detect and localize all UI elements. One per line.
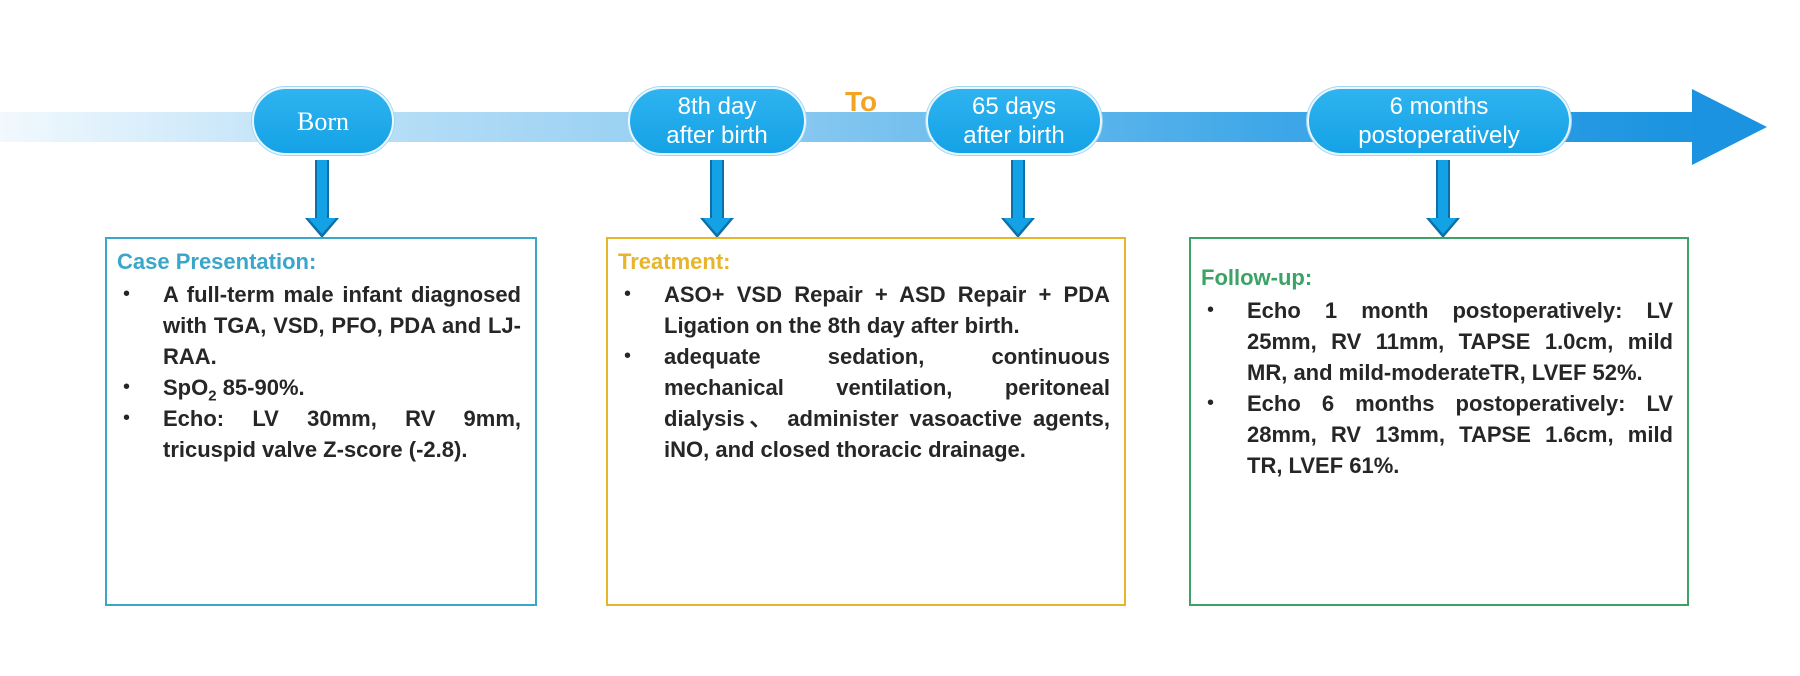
treatment-item-1: ASO+ VSD Repair + ASD Repair + PDA Ligat… (664, 282, 1110, 338)
followup-title: Follow-up: (1201, 265, 1313, 290)
case-item-3: Echo: LV 30mm, RV 9mm, tricuspid valve Z… (163, 406, 521, 462)
bullet-icon: • (123, 407, 131, 429)
list-item: • SpO2 85-90%. (117, 372, 521, 403)
followup-item-2: Echo 6 months postoperatively: LV 28mm, … (1247, 391, 1673, 478)
down-arrow-followup (1426, 160, 1460, 238)
treatment-panel: Treatment: • ASO+ VSD Repair + ASD Repai… (606, 237, 1126, 606)
milestone-day65: 65 days after birth (926, 87, 1102, 155)
timeline-arrowhead (1692, 89, 1767, 165)
case-item-2-prefix: SpO (163, 375, 209, 400)
bullet-icon: • (123, 376, 131, 398)
list-item: • Echo 1 month postoperatively: LV 25mm,… (1201, 295, 1673, 388)
milestone-6months: 6 months postoperatively (1307, 87, 1571, 155)
bullet-icon: • (624, 283, 632, 305)
list-item: • Echo: LV 30mm, RV 9mm, tricuspid valve… (117, 403, 521, 465)
followup-panel: Follow-up: • Echo 1 month postoperativel… (1189, 237, 1689, 606)
milestone-born: Born (252, 87, 394, 155)
list-item: • ASO+ VSD Repair + ASD Repair + PDA Lig… (618, 279, 1110, 341)
milestone-born-label: Born (297, 106, 349, 136)
bullet-icon: • (1207, 299, 1215, 321)
case-presentation-panel: Case Presentation: • A full-term male in… (105, 237, 537, 606)
down-arrow-case (305, 160, 339, 238)
treatment-item-2: adequate sedation, continuous mechanical… (664, 344, 1110, 462)
list-item: • adequate sedation, continuous mechanic… (618, 341, 1110, 465)
case-presentation-title: Case Presentation: (117, 249, 317, 274)
milestone-day65-line2: after birth (963, 122, 1065, 149)
bullet-icon: • (624, 345, 632, 367)
milestone-day8-line2: after birth (666, 122, 768, 149)
followup-list: • Echo 1 month postoperatively: LV 25mm,… (1201, 295, 1673, 481)
milestone-day8-line1: 8th day (677, 93, 757, 120)
down-arrow-treatment (700, 160, 734, 238)
case-item-2: SpO2 85-90%. (163, 375, 305, 403)
milestone-6months-line1: 6 months (1389, 93, 1489, 120)
bullet-icon: • (1207, 392, 1215, 414)
followup-item-1: Echo 1 month postoperatively: LV 25mm, R… (1247, 298, 1673, 385)
case-item-2-suffix: 85-90%. (216, 375, 305, 400)
treatment-list: • ASO+ VSD Repair + ASD Repair + PDA Lig… (618, 279, 1110, 465)
down-arrow-treatment-end (1001, 160, 1035, 238)
case-presentation-list: • A full-term male infant diagnosed with… (117, 279, 521, 465)
case-item-1: A full-term male infant diagnosed with T… (163, 282, 521, 369)
to-label: To (845, 86, 878, 117)
milestone-day65-line1: 65 days (971, 93, 1057, 120)
milestone-day8: 8th day after birth (628, 87, 806, 155)
bullet-icon: • (123, 283, 131, 305)
milestone-6months-line2: postoperatively (1358, 122, 1520, 149)
list-item: • Echo 6 months postoperatively: LV 28mm… (1201, 388, 1673, 481)
list-item: • A full-term male infant diagnosed with… (117, 279, 521, 372)
treatment-title: Treatment: (618, 249, 731, 274)
case-item-2-sub: 2 (208, 387, 217, 405)
